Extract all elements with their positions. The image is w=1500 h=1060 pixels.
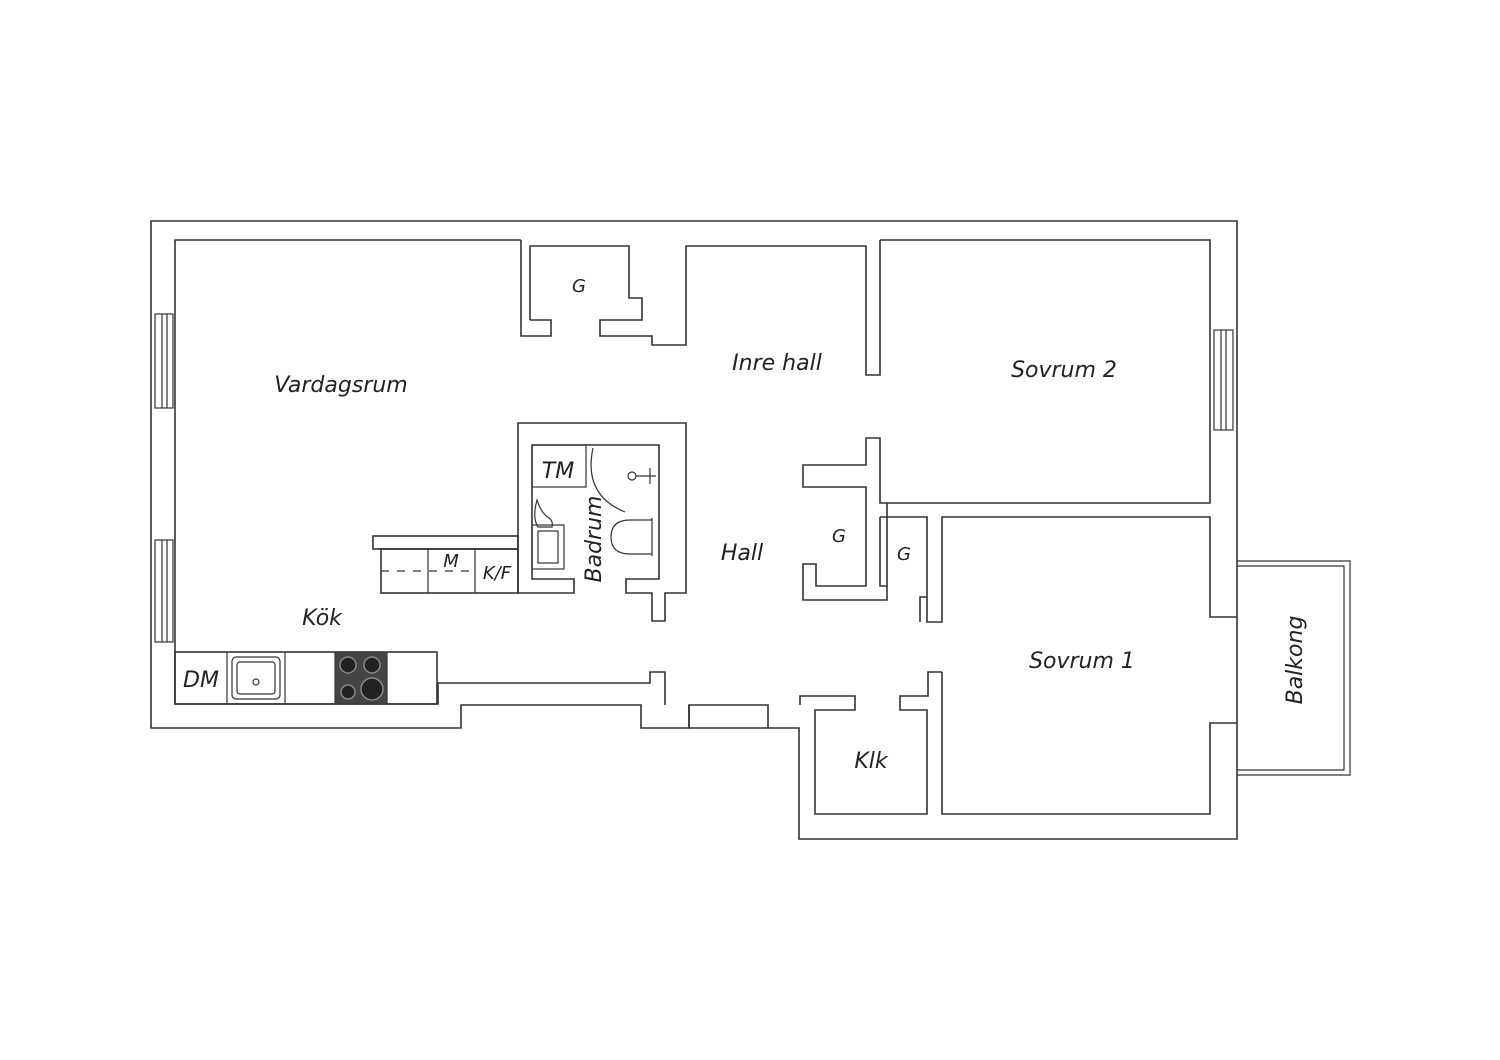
shower-drain-icon: [627, 471, 637, 481]
kf-label: K/F: [483, 563, 512, 584]
vardagsrum-label: Vardagsrum: [274, 373, 407, 398]
sovrum2-wall: [802, 239, 1211, 504]
inre-hall-label: Inre hall: [732, 351, 822, 376]
badrum-label: Badrum: [582, 496, 607, 583]
bath-sink-inner: [537, 530, 559, 564]
balkong-inner: [1237, 565, 1345, 771]
shower-head-icon: [636, 468, 656, 484]
g-mid-label: G: [832, 526, 846, 547]
toilet-icon: [610, 518, 653, 556]
tm-box: [531, 444, 587, 488]
window-left-bottom: [154, 539, 174, 643]
burner-icon: [363, 656, 381, 674]
bath-sink: [531, 524, 565, 570]
g-top-label: G: [572, 276, 586, 297]
burner-icon: [339, 656, 357, 674]
closet-g-mid: [802, 486, 888, 601]
hall-label: Hall: [721, 541, 763, 566]
g-right-label: G: [897, 544, 911, 565]
outer-wall: [150, 220, 1238, 840]
sovrum2-label: Sovrum 2: [1011, 358, 1117, 383]
m-label: M: [443, 551, 459, 572]
sovrum1-door-jamb: [799, 671, 942, 815]
vardagsrum-wall-seg: [520, 240, 552, 337]
vardagsrum-inner-wall: [174, 239, 666, 705]
window-right: [1213, 329, 1234, 431]
sink-faucet-icon: [252, 678, 260, 686]
sovrum1-wall: [941, 672, 1237, 815]
closet-g-right-inner: [879, 517, 887, 587]
klk-label: Klk: [854, 749, 889, 774]
closet-g-top: [529, 240, 881, 376]
burner-icon: [340, 684, 356, 700]
kok-label: Kök: [302, 606, 343, 631]
closet-g-right-step: [919, 596, 927, 622]
balkong-label: Balkong: [1283, 616, 1308, 705]
kitchen-counter: [174, 651, 438, 705]
burner-icon: [360, 677, 384, 701]
sink-icon: [231, 656, 281, 700]
kitchen-island-top: [372, 535, 519, 550]
badrum-wall: [517, 422, 687, 622]
window-left-top: [154, 313, 174, 409]
bidet-icon: [534, 497, 553, 528]
shower-arc: [590, 447, 626, 513]
closet-g-right: [880, 516, 1237, 623]
hall-lower-wall: [688, 705, 768, 729]
tm-label: TM: [542, 459, 574, 484]
dm-label: DM: [183, 668, 219, 693]
balkong-outline: [1237, 560, 1351, 776]
sink-basin-icon: [236, 661, 276, 695]
sovrum1-label: Sovrum 1: [1029, 649, 1135, 674]
